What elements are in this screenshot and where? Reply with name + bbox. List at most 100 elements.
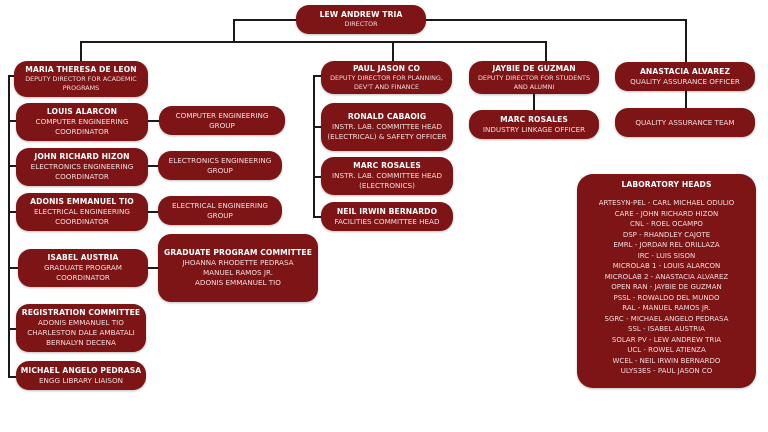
lab-head-item: WCEL - NEIL IRWIN BERNARDO [612, 356, 721, 365]
connector-tick [313, 216, 323, 218]
connector-group [148, 120, 160, 122]
coordinator-role: ELECTRONICS ENGINEERING COORDINATOR [30, 162, 134, 181]
lab-head-item: UCL - ROWEL ATIENZA [627, 346, 706, 354]
lab-head-item: SGRC - MICHAEL ANGELO PEDRASA [604, 314, 729, 323]
lab-head-item: EMRL - JORDAN REL ORILLAZA [613, 241, 720, 249]
qa-team-label: QUALITY ASSURANCE TEAM [635, 117, 735, 127]
library-liaison-box: MICHAEL ANGELO PEDRASA ENGG LIBRARY LIAI… [16, 361, 146, 390]
connector-academic-drop [80, 41, 82, 61]
connector-tick [8, 328, 18, 330]
deputy-qa-box: ANASTACIA ALVAREZ QUALITY ASSURANCE OFFI… [615, 62, 755, 91]
connector-students-child [533, 92, 535, 110]
planning-unit-box: RONALD CABAOIG INSTR. LAB. COMMITTEE HEA… [321, 103, 453, 151]
coordinator-name: ADONIS EMMANUEL TIO [30, 197, 134, 206]
lab-heads-box: LABORATORY HEADS ARTESYN-PEL - CARL MICH… [577, 174, 756, 388]
connector-group [148, 165, 160, 167]
director-name: LEW ANDREW TRIA [319, 10, 403, 19]
coordinator-box: ADONIS EMMANUEL TIO ELECTRICAL ENGINEERI… [16, 193, 148, 231]
connector-left-drop [233, 19, 235, 42]
connector-academic-tick [8, 75, 18, 77]
deputy-planning-role: DEPUTY DIRECTOR FOR PLANNING, DEV'T AND … [330, 73, 443, 91]
connector-tick [8, 211, 18, 213]
planning-unit-role: INSTR. LAB. COMMITTEE HEAD (ELECTRICAL) … [327, 122, 447, 141]
coordinator-box: ISABEL AUSTRIA GRADUATE PROGRAM COORDINA… [18, 249, 148, 287]
connector-tick [313, 126, 323, 128]
lab-head-item: SOLAR PV - LEW ANDREW TRIA [611, 335, 722, 344]
planning-unit-box: NEIL IRWIN BERNARDO FACILITIES COMMITTEE… [321, 202, 453, 231]
connector-tick [313, 176, 323, 178]
connector-group [148, 211, 160, 213]
deputy-students-name: JAYBIE DE GUZMAN [492, 63, 576, 73]
library-liaison-role: ENGG LIBRARY LIAISON [39, 375, 123, 385]
coordinator-role: GRADUATE PROGRAM COORDINATOR [44, 263, 122, 282]
deputy-students-box: JAYBIE DE GUZMAN DEPUTY DIRECTOR FOR STU… [469, 61, 599, 94]
connector-tick [8, 120, 18, 122]
planning-unit-box: MARC ROSALES INSTR. LAB. COMMITTEE HEAD … [321, 157, 453, 195]
deputy-students-role: DEPUTY DIRECTOR FOR STUDENTS AND ALUMNI [478, 73, 590, 91]
connector-students-drop [545, 41, 547, 61]
connector-tick [8, 165, 18, 167]
director-box: LEW ANDREW TRIA DIRECTOR [296, 5, 426, 34]
group-box: ELECTRONICS ENGINEERING GROUP [158, 151, 282, 180]
director-role: DIRECTOR [344, 20, 378, 28]
coordinator-role: COMPUTER ENGINEERING COORDINATOR [35, 117, 129, 136]
lab-head-item: RAL - MANUEL RAMOS JR. [622, 304, 711, 312]
committee-member: MANUEL RAMOS JR. [202, 268, 274, 277]
connector-tick [8, 267, 18, 269]
coordinator-name: LOUIS ALARCON [46, 107, 118, 116]
connector-planning-spine [313, 75, 315, 217]
registration-committee-title: REGISTRATION COMMITTEE [21, 308, 141, 317]
connector-director-right [426, 19, 686, 21]
lab-head-item: ARTESYN-PEL - CARL MICHAEL ODULIO [598, 199, 735, 207]
deputy-qa-name: ANASTACIA ALVAREZ [639, 66, 731, 76]
lab-head-item: PSSL - ROWALDO DEL MUNDO [613, 293, 720, 302]
connector-qa-drop [685, 19, 687, 62]
lab-head-item: CNL - ROEL OCAMPO [630, 220, 703, 228]
deputy-academic-box: MARIA THERESA DE LEON DEPUTY DIRECTOR FO… [14, 61, 148, 97]
planning-unit-role: INSTR. LAB. COMMITTEE HEAD (ELECTRONICS) [332, 171, 442, 190]
committee-member: BERNALYN DECENA [46, 338, 116, 347]
group-box: COMPUTER ENGINEERING GROUP [159, 106, 285, 135]
lab-head-item: ULYS3ES - PAUL JASON CO [620, 367, 713, 375]
connector-qa-child [685, 90, 687, 108]
industry-linkage-box: MARC ROSALES INDUSTRY LINKAGE OFFICER [469, 110, 599, 139]
graduate-committee-box: GRADUATE PROGRAM COMMITTEE JHOANNA RHODE… [158, 234, 318, 302]
coordinator-box: LOUIS ALARCON COMPUTER ENGINEERING COORD… [16, 103, 148, 141]
deputy-planning-box: PAUL JASON CO DEPUTY DIRECTOR FOR PLANNI… [321, 61, 452, 94]
connector-tick [8, 376, 18, 378]
coordinator-role: ELECTRICAL ENGINEERING COORDINATOR [34, 207, 130, 226]
library-liaison-name: MICHAEL ANGELO PEDRASA [20, 365, 142, 375]
coordinator-name: ISABEL AUSTRIA [47, 253, 119, 262]
planning-unit-name: RONALD CABAOIG [347, 112, 427, 121]
lab-head-item: SSL - ISABEL AUSTRIA [628, 325, 705, 333]
deputy-planning-name: PAUL JASON CO [352, 63, 421, 73]
connector-deputies-bus [80, 41, 546, 43]
connector-director-left [233, 19, 297, 21]
planning-unit-name: NEIL IRWIN BERNARDO [336, 206, 438, 216]
deputy-academic-name: MARIA THERESA DE LEON [25, 65, 137, 74]
deputy-academic-role: DEPUTY DIRECTOR FOR ACADEMIC PROGRAMS [25, 75, 137, 92]
committee-member: JHOANNA RHODETTE PEDRASA [182, 258, 294, 267]
coordinator-box: JOHN RICHARD HIZON ELECTRONICS ENGINEERI… [16, 148, 148, 186]
group-label: ELECTRONICS ENGINEERING GROUP [168, 155, 272, 175]
group-label: COMPUTER ENGINEERING GROUP [175, 110, 269, 130]
connector-academic-spine [8, 75, 10, 377]
lab-head-item: DSP - RHANDLEY CAJOTE [622, 230, 711, 239]
lab-head-item: CARE - JOHN RICHARD HIZON [614, 209, 719, 218]
group-label: ELECTRICAL ENGINEERING GROUP [172, 200, 268, 220]
connector-tick [313, 75, 323, 77]
planning-unit-role: FACILITIES COMMITTEE HEAD [334, 216, 440, 226]
lab-head-item: MICROLAB 2 - ANASTACIA ALVAREZ [604, 272, 729, 281]
lab-heads-title: LABORATORY HEADS [621, 180, 712, 189]
deputy-qa-role: QUALITY ASSURANCE OFFICER [630, 76, 740, 86]
lab-head-item: OPEN RAN - JAYBIE DE GUZMAN [611, 283, 722, 291]
industry-linkage-role: INDUSTRY LINKAGE OFFICER [482, 124, 586, 134]
registration-committee-box: REGISTRATION COMMITTEE ADONIS EMMANUEL T… [16, 304, 146, 352]
planning-unit-name: MARC ROSALES [353, 161, 421, 170]
committee-member: CHARLESTON DALE AMBATALI [27, 328, 135, 337]
graduate-committee-title: GRADUATE PROGRAM COMMITTEE [164, 248, 312, 257]
industry-linkage-name: MARC ROSALES [500, 114, 568, 124]
committee-member: ADONIS EMMANUEL TIO [38, 318, 124, 327]
coordinator-name: JOHN RICHARD HIZON [34, 152, 130, 161]
connector-group [148, 267, 160, 269]
